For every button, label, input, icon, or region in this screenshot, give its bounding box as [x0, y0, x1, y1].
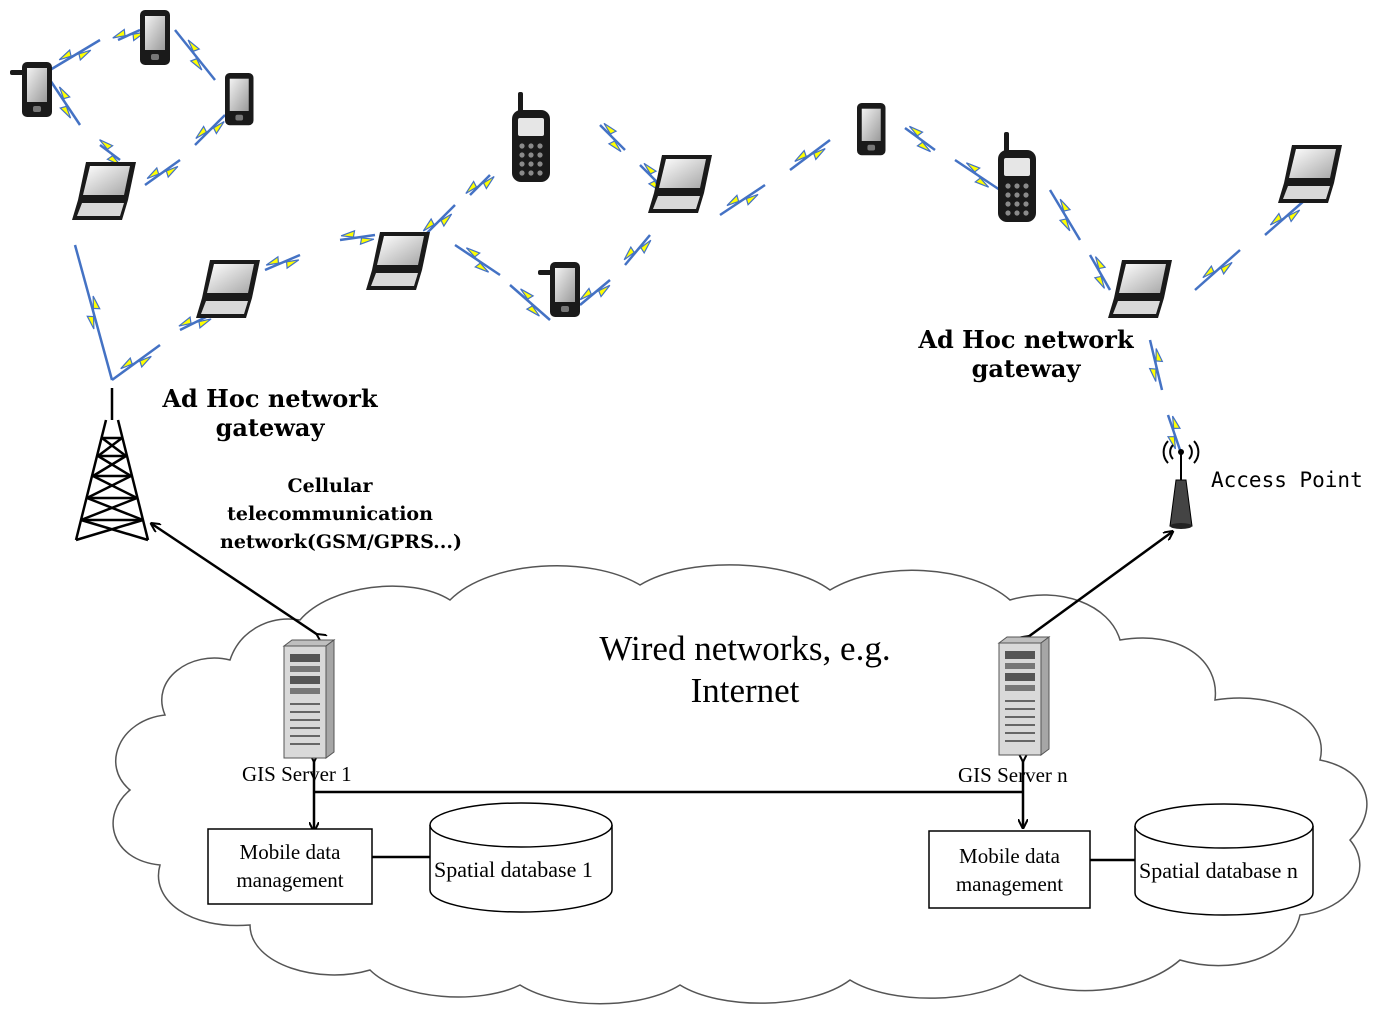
- lightning-icon: [465, 176, 495, 194]
- lightning-icon: [146, 165, 179, 180]
- lightning-icon: [178, 316, 212, 329]
- lightning-icon: [195, 121, 225, 139]
- spatial-db-1-label: Spatial database 1: [434, 857, 593, 882]
- wireless-links: [48, 28, 1306, 451]
- lightning-icon: [58, 86, 72, 119]
- lightning-icon: [265, 255, 300, 270]
- access-point-label: Access Point: [1211, 468, 1363, 492]
- lightning-icon: [1093, 256, 1107, 289]
- lightning-icon: [1058, 198, 1072, 232]
- mobile-data-box-1: [207, 828, 373, 905]
- access-point-icon: [1162, 440, 1200, 529]
- laptop-icon: [72, 162, 136, 220]
- tower-to-server1-link: [152, 524, 318, 635]
- lightning-icon: [465, 247, 490, 273]
- laptop-icon: [366, 232, 430, 290]
- lightning-icon: [579, 284, 611, 301]
- spatial-db-n-label: Spatial database n: [1139, 858, 1298, 883]
- mobile-data-n-line1: Mobile data: [959, 844, 1060, 868]
- lightning-icon: [86, 295, 101, 330]
- mobile-data-1-line2: management: [236, 868, 344, 892]
- laptop-icon: [1278, 145, 1342, 203]
- lightning-icon: [520, 288, 540, 317]
- lightning-icon: [603, 122, 622, 153]
- lightning-icon: [726, 193, 759, 207]
- server-1-label: GIS Server 1: [242, 762, 352, 786]
- server-icon: [282, 639, 336, 759]
- server-icon: [997, 636, 1051, 756]
- laptop-icon: [648, 155, 712, 213]
- pda-icon: [225, 73, 254, 126]
- cloud-title-line2: Internet: [690, 671, 800, 710]
- mobile-devices: [10, 10, 1342, 318]
- gateway-label-left: Ad Hoc network gateway: [150, 384, 390, 443]
- pda-icon: [538, 262, 580, 317]
- cellular-label-line1: Cellular: [287, 475, 373, 497]
- lightning-icon: [1269, 209, 1301, 226]
- gateway-label-left-line1: Ad Hoc network: [162, 384, 378, 413]
- lightning-icon: [965, 162, 990, 188]
- mobile-data-label-n: Mobile data management: [929, 842, 1090, 898]
- database-icon: [1134, 803, 1314, 916]
- gateway-label-right: Ad Hoc network gateway: [906, 325, 1146, 384]
- laptop-icon: [196, 260, 260, 318]
- lightning-icon: [422, 213, 453, 232]
- lightning-icon: [1148, 348, 1164, 382]
- cellular-label-line3: network(GSM/GPRS...): [220, 531, 462, 553]
- lightning-icon: [794, 148, 826, 162]
- lightning-icon: [1166, 415, 1182, 450]
- mobile-phone-icon: [998, 132, 1036, 222]
- mobile-data-1-line1: Mobile data: [239, 840, 341, 864]
- cellular-label-line2: telecommunication: [227, 503, 433, 525]
- cloud-title: Wired networks, e.g. Internet: [570, 628, 920, 712]
- laptop-icon: [1108, 260, 1172, 318]
- gateway-label-right-line2: gateway: [971, 353, 1081, 383]
- pda-icon: [857, 103, 886, 156]
- cloud-title-line1: Wired networks, e.g.: [599, 629, 891, 668]
- lightning-icon: [340, 229, 375, 246]
- pda-icon: [10, 62, 52, 117]
- lightning-icon: [58, 48, 92, 62]
- cellular-network-label: Cellular telecommunication network(GSM/G…: [220, 472, 462, 556]
- mobile-data-label-1: Mobile data management: [208, 838, 372, 894]
- lightning-icon: [623, 239, 652, 261]
- lightning-icon: [187, 39, 203, 71]
- ap-to-servern-link: [1028, 532, 1172, 637]
- lightning-icon: [1202, 261, 1233, 279]
- mobile-phone-icon: [512, 92, 550, 182]
- lightning-icon: [909, 125, 931, 153]
- cell-tower-icon: [74, 388, 150, 542]
- pda-icon: [140, 10, 170, 65]
- gateway-label-left-line2: gateway: [215, 412, 325, 442]
- gateway-label-right-line1: Ad Hoc network: [918, 325, 1134, 354]
- server-n-label: GIS Server n: [958, 763, 1068, 787]
- mobile-data-n-line2: management: [955, 872, 1064, 896]
- mobile-data-box-n: [928, 830, 1091, 909]
- database-icon: [429, 802, 613, 913]
- lightning-icon: [120, 355, 152, 370]
